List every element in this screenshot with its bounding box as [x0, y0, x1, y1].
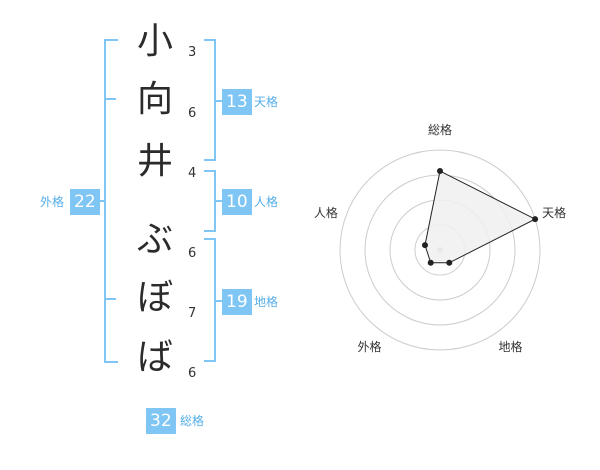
jinkaku-value: 10	[222, 189, 252, 215]
radar-axis-label-2: 天格	[542, 205, 566, 220]
tenkaku-value: 13	[222, 89, 252, 115]
name-char-1: 小	[136, 21, 173, 62]
soukaku-value: 32	[146, 408, 176, 434]
chikaku-label: 地格	[254, 295, 279, 309]
jinkaku-label: 人格	[254, 195, 279, 209]
radar-point-3	[446, 259, 453, 266]
radar-axis-label-5: 人格	[314, 205, 338, 220]
stroke-count-2: 6	[188, 106, 197, 121]
stroke-count-3: 4	[188, 166, 197, 181]
radar-series-polygon	[424, 170, 537, 264]
stroke-count-6: 6	[188, 366, 197, 381]
stroke-count-4: 6	[188, 246, 197, 261]
gaikaku-value: 22	[70, 189, 100, 215]
bracket-tick	[106, 98, 116, 100]
stroke-count-5: 7	[188, 306, 197, 321]
bracket-tick	[214, 300, 224, 302]
radar-axis-label-3: 地格	[499, 339, 523, 354]
name-char-4: ぶ	[136, 219, 173, 260]
name-char-6: ば	[136, 337, 173, 378]
name-char-3: 井	[136, 141, 173, 182]
tenkaku-label: 天格	[254, 95, 279, 109]
bracket-tick	[96, 200, 106, 202]
name-char-5: ぼ	[136, 277, 173, 318]
radar-ring	[339, 149, 541, 351]
bracket-tick	[106, 298, 116, 300]
soukaku-label: 総格	[180, 414, 205, 428]
bracket-tick	[214, 200, 224, 202]
chikaku-value: 19	[222, 289, 252, 315]
radar-point-5	[421, 242, 428, 249]
stroke-count-1: 3	[188, 45, 197, 60]
bracket-tick	[214, 100, 224, 102]
radar-point-4	[427, 259, 434, 266]
radar-axis-label-1: 総格	[428, 122, 452, 137]
gaikaku-bracket	[104, 39, 118, 363]
radar-axis-label-4: 外格	[357, 339, 381, 354]
name-char-2: 向	[136, 79, 173, 120]
radar-point-1	[437, 168, 443, 175]
radar-point-2	[532, 216, 539, 223]
gaikaku-label: 外格	[40, 195, 65, 209]
